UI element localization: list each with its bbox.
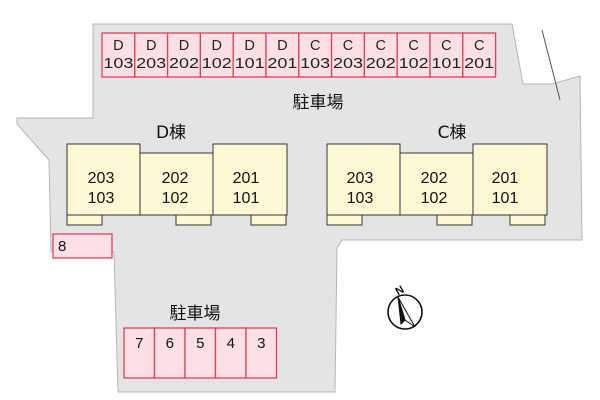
building-d: 203 103 202 102 201 101 (66, 143, 288, 226)
parking-space-8-label: 8 (58, 238, 66, 255)
space-unit-label: 201 (267, 56, 297, 72)
parking-space-number: 5 (196, 335, 204, 352)
space-unit-label: 101 (235, 56, 265, 72)
space-building-label: C (474, 38, 484, 54)
parking-space-south: 3 (245, 327, 278, 379)
space-building-label: D (113, 38, 123, 54)
c-unit-3-lower: 101 (492, 190, 519, 207)
parking-space-number: 7 (135, 335, 143, 352)
d-unit-1-lower: 103 (88, 190, 115, 207)
building-d-outline (66, 143, 288, 216)
parking-space-box (199, 32, 234, 78)
parking-space-north: C 201 (462, 32, 497, 78)
parking-space-box (166, 32, 202, 78)
parking-space-8: 8 (52, 233, 113, 259)
parking-space-box (101, 32, 136, 78)
d-unit-2-lower: 102 (162, 190, 189, 207)
parking-space-box (429, 32, 464, 78)
space-building-label: C (376, 38, 386, 54)
parking-space-north: C 202 (363, 32, 398, 78)
road-edge-line (541, 29, 561, 101)
d-unit-3-upper: 201 (233, 170, 260, 187)
space-unit-label: 201 (464, 56, 494, 72)
parking-space-box (214, 327, 247, 379)
parking-space-north: C 101 (429, 32, 464, 78)
space-unit-label: 202 (169, 56, 199, 72)
space-unit-label: 103 (103, 56, 133, 72)
north-lot-label: 駐車場 (293, 93, 344, 113)
building-c-outline (326, 143, 548, 216)
building-d-label: D棟 (156, 123, 186, 143)
parking-space-box (330, 32, 366, 78)
parking-space-box (298, 32, 333, 78)
parking-space-box (184, 327, 217, 379)
parking-space-north: D 202 (166, 32, 202, 78)
parking-space-south: 6 (153, 327, 186, 379)
space-unit-label: 102 (202, 56, 232, 72)
space-building-label: C (310, 38, 320, 54)
parking-space-north: D 201 (265, 32, 300, 78)
parking-space-number: 6 (166, 335, 174, 352)
c-unit-2-upper: 202 (421, 170, 448, 187)
building-c: 203 103 202 102 201 101 (326, 143, 548, 226)
parking-space-north: D 101 (232, 32, 267, 78)
space-unit-label: 101 (431, 56, 461, 72)
c-unit-1-upper: 203 (347, 170, 374, 187)
parking-space-box (265, 32, 300, 78)
parking-space-box (363, 32, 398, 78)
north-arrow-icon: N (387, 284, 423, 330)
parking-space-number: 4 (227, 335, 235, 352)
d-unit-2-upper: 202 (162, 170, 189, 187)
south-lot-label: 駐車場 (170, 304, 221, 324)
space-building-label: D (212, 38, 222, 54)
parking-space-box (245, 327, 278, 379)
space-building-label: C (441, 38, 451, 54)
north-parking-row: D 103 D 203 D 202 D 102 D 101 D 201 C 103 C 203 C 202 C 102… (101, 32, 497, 78)
space-building-label: D (146, 38, 156, 54)
south-parking-row: 7 6 5 4 3 (123, 327, 278, 379)
parking-space-south: 5 (184, 327, 217, 379)
parking-space-north: C 102 (396, 32, 431, 78)
space-building-label: C (343, 38, 353, 54)
parking-space-north: D 102 (199, 32, 234, 78)
parking-space-8-box (52, 233, 113, 259)
space-building-label: D (277, 38, 287, 54)
c-unit-3-upper: 201 (492, 170, 519, 187)
parking-space-north: C 203 (330, 32, 366, 78)
c-unit-1-lower: 103 (347, 190, 374, 207)
space-building-label: D (244, 38, 254, 54)
space-unit-label: 203 (136, 56, 166, 72)
building-c-label: C棟 (438, 123, 467, 143)
parking-lot-area (16, 23, 583, 393)
space-building-label: D (179, 38, 189, 54)
d-unit-1-upper: 203 (88, 170, 115, 187)
d-unit-3-lower: 101 (233, 190, 260, 207)
parking-space-south: 4 (214, 327, 247, 379)
space-unit-label: 102 (399, 56, 429, 72)
space-unit-label: 103 (300, 56, 330, 72)
space-building-label: C (408, 38, 418, 54)
parking-space-north: D 103 (101, 32, 136, 78)
parking-space-number: 3 (257, 335, 265, 352)
parking-space-box (232, 32, 267, 78)
parking-space-north: D 203 (134, 32, 169, 78)
parking-space-box (462, 32, 497, 78)
parking-space-south: 7 (123, 327, 156, 379)
space-unit-label: 202 (366, 56, 396, 72)
c-unit-2-lower: 102 (421, 190, 448, 207)
space-unit-label: 203 (333, 56, 363, 72)
parking-space-north: C 103 (298, 32, 333, 78)
